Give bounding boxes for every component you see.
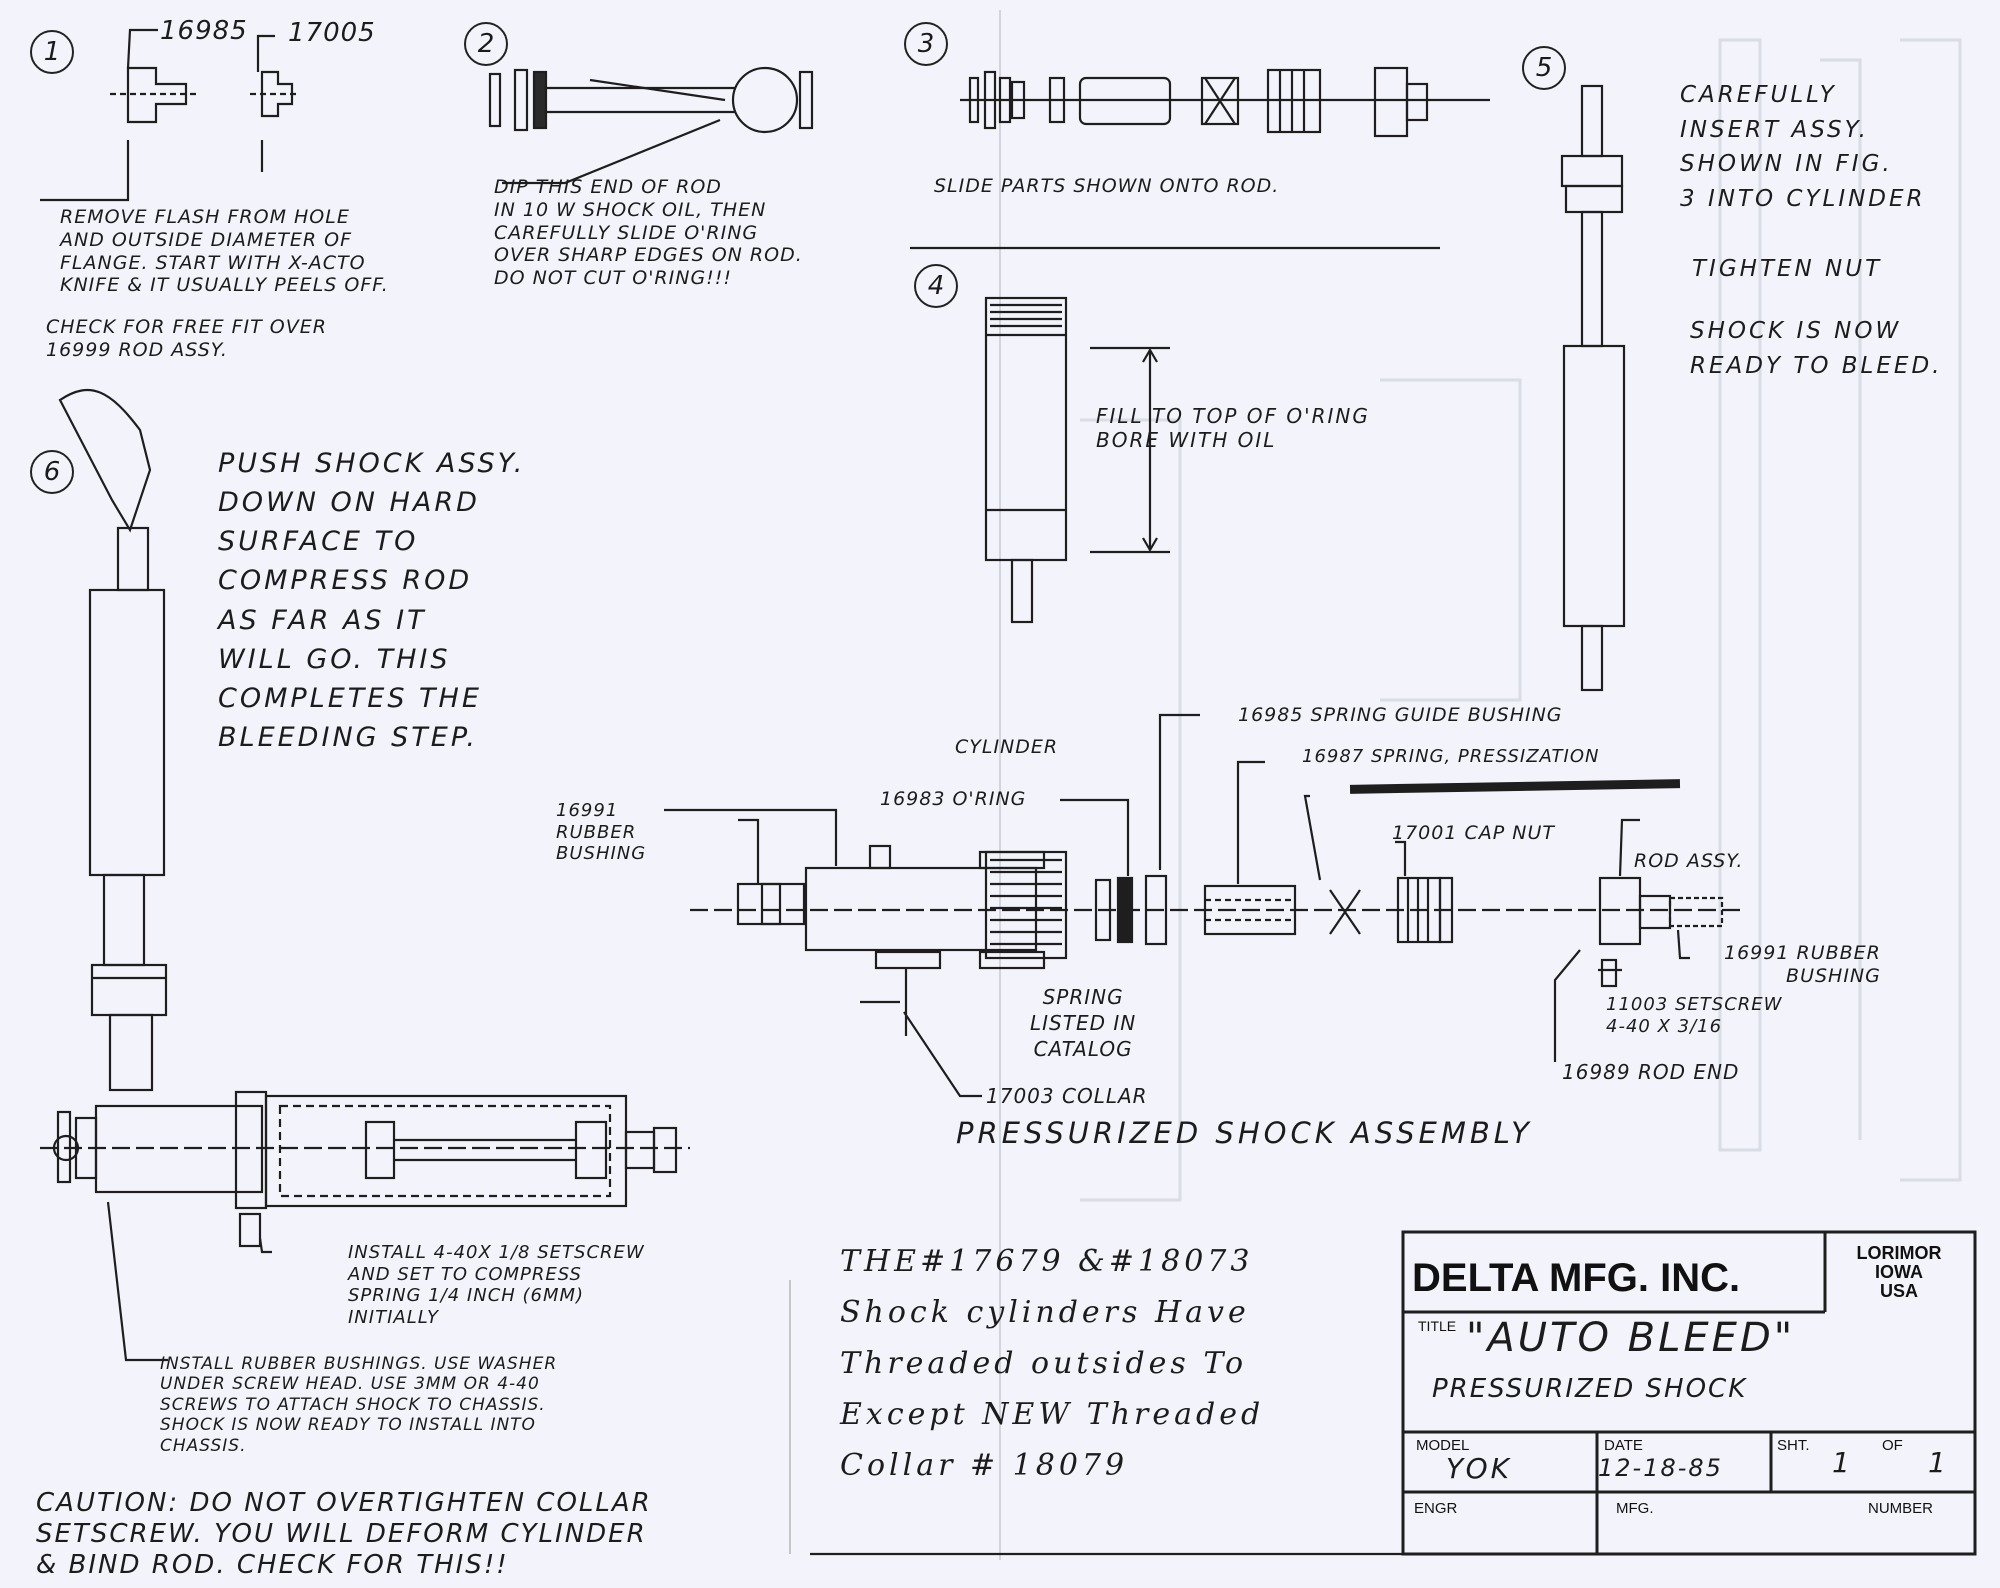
date-value: 12-18-85 <box>1598 1454 1723 1482</box>
collar-label: 17003 COLLAR <box>986 1084 1148 1108</box>
setscrew-label: 11003 SETSCREW 4-40 X 3/16 <box>1606 994 1783 1037</box>
rubber-bushing-left-label: 16991 RUBBER BUSHING <box>556 800 647 865</box>
spring-pressization-label: 16987 SPRING, PRESSIZATION <box>1302 746 1600 767</box>
step-5-tighten: TIGHTEN NUT <box>1692 256 1883 282</box>
assembly-drawing <box>664 713 1740 1098</box>
fig3-parts <box>910 66 1490 250</box>
step-4-number: 4 <box>914 264 958 308</box>
fig5-assembly <box>1560 84 1626 692</box>
number-label: NUMBER <box>1868 1500 1934 1517</box>
spring-catalog-label: SPRING LISTED IN CATALOG <box>1030 985 1137 1061</box>
step-5-number: 5 <box>1522 46 1566 90</box>
step-1-number: 1 <box>30 30 74 74</box>
drawing-title: "AUTO BLEED" <box>1466 1315 1796 1361</box>
sheet-value: 1 <box>1832 1446 1851 1479</box>
fig6-shock <box>58 388 168 1092</box>
assembly-title: PRESSURIZED SHOCK ASSEMBLY <box>956 1116 1533 1150</box>
engr-label: ENGR <box>1414 1500 1458 1517</box>
step-1-text: REMOVE FLASH FROM HOLE AND OUTSIDE DIAME… <box>60 206 389 297</box>
caution-note: CAUTION: DO NOT OVERTIGHTEN COLLAR SETSC… <box>36 1488 652 1581</box>
company-location: LORIMOR IOWA USA <box>1856 1243 1942 1301</box>
cap-nut-label: 17001 CAP NUT <box>1392 822 1555 844</box>
date-label: DATE <box>1604 1437 1643 1454</box>
of-value: 1 <box>1928 1446 1947 1479</box>
title-block-frame <box>1401 1230 1977 1556</box>
bushing-install-note: INSTALL RUBBER BUSHINGS. USE WASHER UNDE… <box>160 1354 558 1456</box>
bleed-through <box>1080 38 1962 1202</box>
part-16985-label: 16985 <box>160 16 248 46</box>
oring-label: 16983 O'RING <box>880 788 1027 810</box>
step-5-ready: SHOCK IS NOW READY TO BLEED. <box>1690 318 1943 379</box>
rod-assy-label: ROD ASSY. <box>1634 850 1744 872</box>
step-3-number: 3 <box>904 22 948 66</box>
step-2-number: 2 <box>464 22 508 66</box>
model-label: MODEL <box>1416 1437 1470 1454</box>
installed-shock <box>40 1090 690 1362</box>
company-name: DELTA MFG. INC. <box>1412 1256 1741 1300</box>
drawing-subtitle: PRESSURIZED SHOCK <box>1432 1374 1748 1404</box>
spring-guide-label: 16985 SPRING GUIDE BUSHING <box>1238 704 1563 726</box>
cylinder-label: CYLINDER <box>955 736 1059 758</box>
fig2-rod <box>488 66 814 185</box>
mfg-label: MFG. <box>1616 1500 1654 1517</box>
step-6-number: 6 <box>30 450 74 494</box>
step-2-text: DIP THIS END OF ROD IN 10 W SHOCK OIL, T… <box>494 176 803 290</box>
sheet-label: SHT. <box>1777 1437 1810 1454</box>
step-5-text: CAREFULLY INSERT ASSY. SHOWN IN FIG. 3 I… <box>1680 82 1926 212</box>
model-value: YOK <box>1446 1452 1513 1485</box>
handwritten-note: THE#17679 &#18073 Shock cylinders Have T… <box>840 1244 1265 1483</box>
step-1-check-text: CHECK FOR FREE FIT OVER 16999 ROD ASSY. <box>46 316 327 361</box>
step-6-text: PUSH SHOCK ASSY. DOWN ON HARD SURFACE TO… <box>218 448 526 753</box>
rubber-bushing-right-label: 16991 RUBBER BUSHING <box>1724 942 1881 987</box>
step-3-text: SLIDE PARTS SHOWN ONTO ROD. <box>934 175 1280 197</box>
rod-end-label: 16989 ROD END <box>1562 1060 1740 1084</box>
step-4-text: FILL TO TOP OF O'RING BORE WITH OIL <box>1096 404 1370 452</box>
fig4-cylinder <box>984 296 1170 624</box>
part-17005-label: 17005 <box>288 18 376 48</box>
setscrew-install-note: INSTALL 4-40X 1/8 SETSCREW AND SET TO CO… <box>348 1242 645 1328</box>
of-label: OF <box>1882 1437 1903 1454</box>
title-label: TITLE <box>1418 1318 1457 1334</box>
fig1-parts <box>40 28 300 202</box>
